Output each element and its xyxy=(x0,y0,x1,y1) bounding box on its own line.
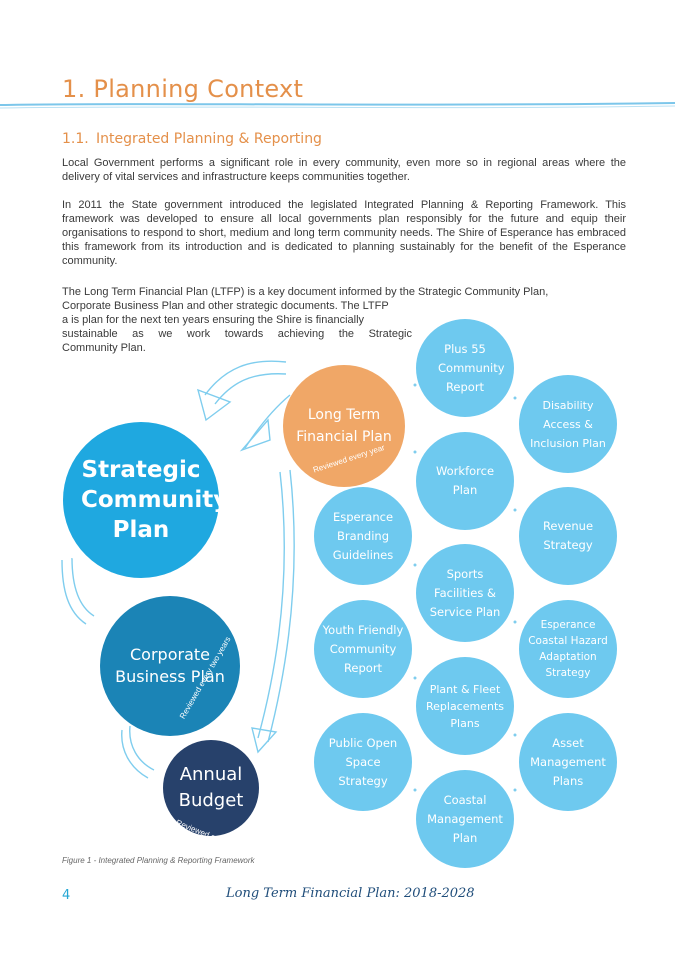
arrow-connector xyxy=(129,725,155,771)
section-heading: 1.1. Integrated Planning & Reporting xyxy=(62,131,322,147)
informing-plan-label: Plant & Fleet Replacements Plans xyxy=(425,682,504,730)
paragraph-3-line: sustainable as we work towards achieving… xyxy=(62,328,412,340)
informing-plan-label: Asset Management Plans xyxy=(530,735,606,788)
paragraph-3-line: Corporate Business Plan and other strate… xyxy=(62,300,389,312)
arrow-connector xyxy=(239,418,271,452)
annual-budget-circle: Annual Budget xyxy=(163,740,259,836)
informing-plan-label: Disability Access & Inclusion Plan xyxy=(530,398,606,450)
arrow-connector xyxy=(121,729,149,779)
informing-plan-circle: Plant & Fleet Replacements Plans xyxy=(416,657,514,755)
informing-plan-label: Revenue Strategy xyxy=(542,519,594,552)
informing-plan-label: Coastal Management Plan xyxy=(427,792,503,845)
informing-plan-circle: Revenue Strategy xyxy=(519,487,617,585)
informing-plan-label: Esperance Branding Guidelines xyxy=(332,509,394,562)
informing-plan-circle: Coastal Management Plan xyxy=(416,770,514,868)
arrow-connector xyxy=(61,559,87,625)
arrow-connector xyxy=(251,727,278,754)
section-number: 1.1. xyxy=(62,131,89,147)
informing-plan-circle: Plus 55 Community Report xyxy=(416,319,514,417)
informing-plan-circle: Youth Friendly Community Report xyxy=(314,600,412,698)
corporate-business-plan-circle: Corporate Business Plan xyxy=(100,596,240,736)
informing-plan-circle: Public Open Space Strategy xyxy=(314,713,412,811)
arrow-connector xyxy=(71,557,95,617)
arrow-connector xyxy=(196,388,232,422)
strategic-community-plan-circle: Strategic Community Plan xyxy=(63,422,229,578)
informing-plan-label: Plus 55 Community Report xyxy=(438,341,505,394)
footer-document-title: Long Term Financial Plan: 2018-2028 xyxy=(226,886,475,901)
paragraph-3-line: The Long Term Financial Plan (LTFP) is a… xyxy=(62,286,549,298)
informing-plan-circle: Esperance Coastal Hazard Adaptation Stra… xyxy=(519,600,617,698)
arrow-connector xyxy=(267,469,295,743)
informing-plan-label: Public Open Space Strategy xyxy=(328,735,398,788)
informing-plan-circle: Workforce Plan xyxy=(416,432,514,530)
paragraph-2: In 2011 the State government introduced … xyxy=(62,199,626,267)
arrow-connector xyxy=(204,360,287,396)
informing-plan-circle: Sports Facilities & Service Plan xyxy=(416,544,514,642)
informing-plan-circle: Disability Access & Inclusion Plan xyxy=(519,375,617,473)
arrow-connector xyxy=(257,471,285,739)
informing-plan-circle: Asset Management Plans xyxy=(519,713,617,811)
page-title: 1. Planning Context xyxy=(62,75,304,103)
long-term-financial-plan-label: Long Term Financial Plan xyxy=(296,407,392,445)
paragraph-3: The Long Term Financial Plan (LTFP) is a… xyxy=(62,285,626,355)
informing-plan-label: Workforce Plan xyxy=(435,464,495,497)
header-rule xyxy=(0,102,675,109)
figure-caption: Figure 1 - Integrated Planning & Reporti… xyxy=(62,856,255,865)
paragraph-3-line: a is plan for the next ten years ensurin… xyxy=(62,314,365,326)
paragraph-1: Local Government performs a significant … xyxy=(62,157,626,183)
long-term-financial-plan-circle: Long Term Financial Plan xyxy=(283,365,405,487)
section-title: Integrated Planning & Reporting xyxy=(96,131,322,147)
paragraph-3-line: Community Plan. xyxy=(62,342,146,354)
annual-budget-label: Annual Budget xyxy=(178,764,244,811)
corporate-business-plan-label: Corporate Business Plan xyxy=(115,645,225,686)
informing-plan-label: Sports Facilities & Service Plan xyxy=(429,566,501,619)
page-number: 4 xyxy=(62,888,71,903)
informing-plan-label: Esperance Coastal Hazard Adaptation Stra… xyxy=(528,619,608,679)
informing-plan-circle: Esperance Branding Guidelines xyxy=(314,487,412,585)
strategic-community-plan-label: Strategic Community Plan xyxy=(81,457,229,543)
arrow-connector xyxy=(214,373,287,405)
informing-plan-label: Youth Friendly Community Report xyxy=(322,622,404,675)
